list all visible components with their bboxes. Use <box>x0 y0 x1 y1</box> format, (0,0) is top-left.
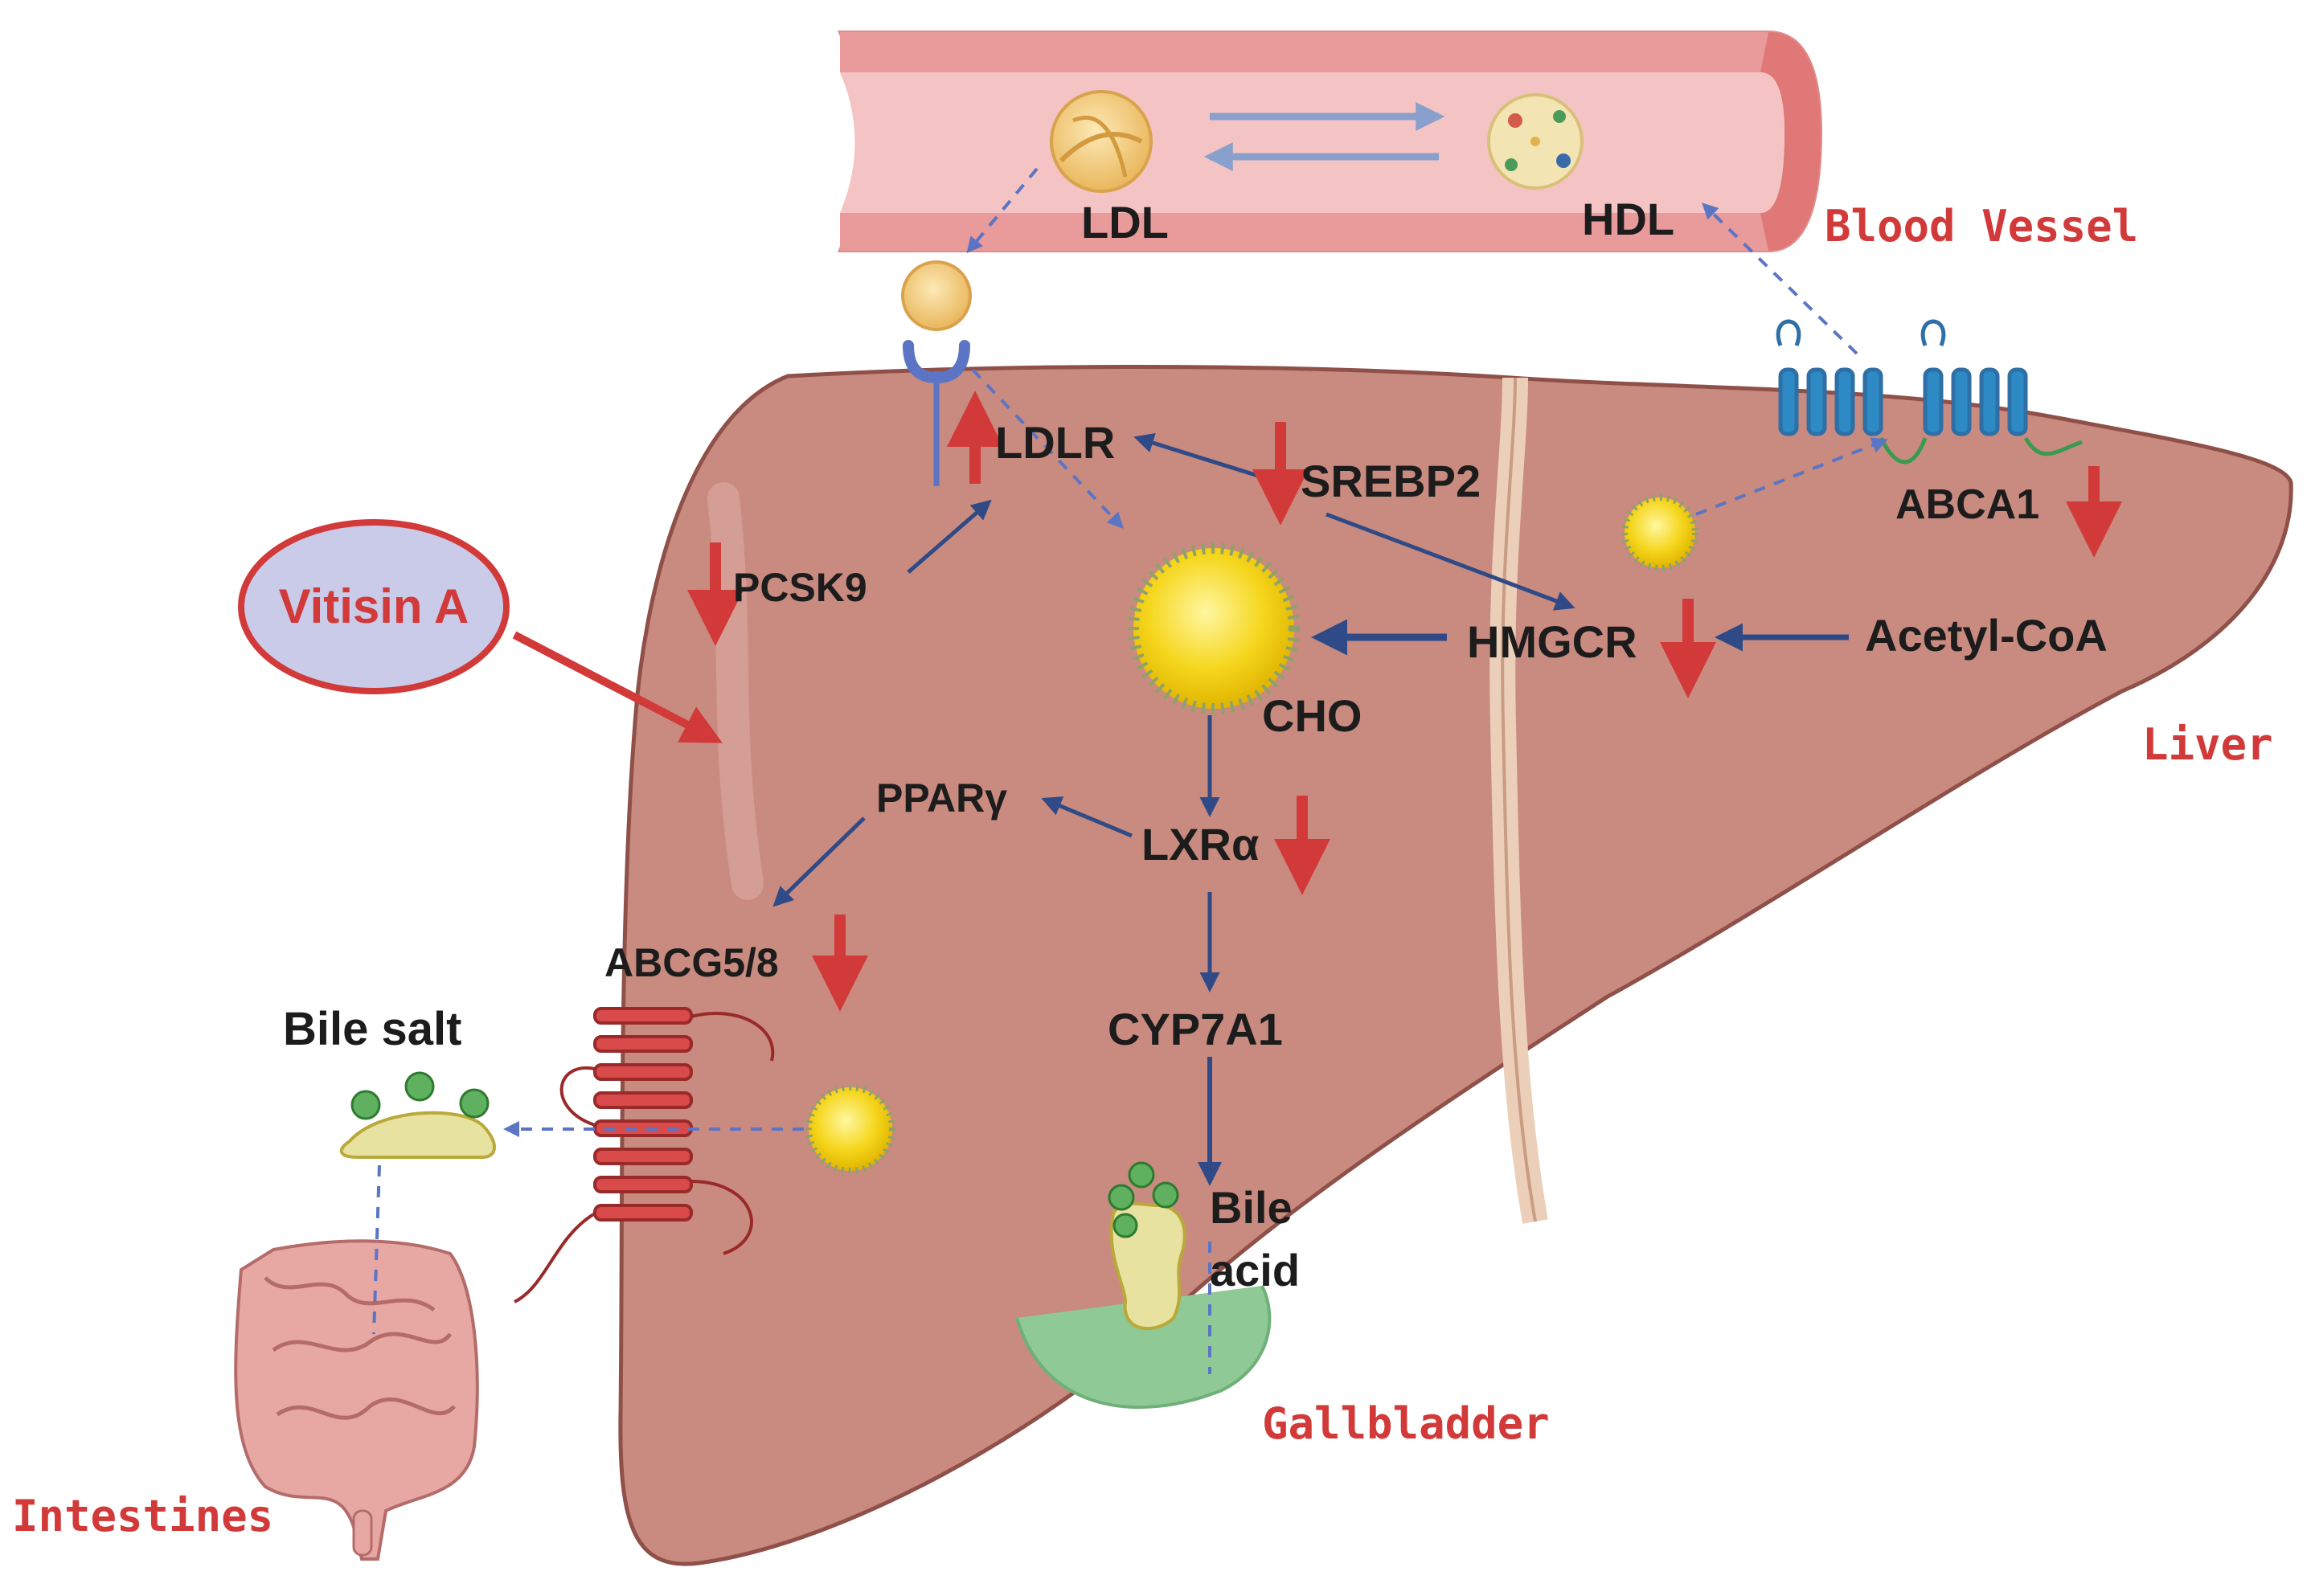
pathway-arrows <box>772 433 1849 1186</box>
lxr-label: LXRα <box>1141 819 1259 870</box>
regulation-arrows <box>687 391 2122 1012</box>
liver-label: Liver <box>2142 719 2273 770</box>
cholesterol-particle-icon <box>1128 542 1300 714</box>
ldl-label: LDL <box>1081 197 1169 248</box>
ldlr-receptor-icon <box>901 260 972 486</box>
cholesterol-efflux-icon <box>805 1084 895 1174</box>
abcg58-transporter-icon <box>514 1007 775 1303</box>
blood-vessel-label: Blood Vessel <box>1825 201 2138 252</box>
acetyl-coa-label: Acetyl-CoA <box>1865 610 2108 661</box>
vitisin-label: Vitisin A <box>279 579 469 633</box>
cyp-label: CYP7A1 <box>1108 1004 1283 1054</box>
gallbladder-organ <box>1015 1285 1272 1410</box>
bile-acid-label-line2: acid <box>1210 1245 1300 1295</box>
ppar-label: PPARγ <box>876 775 1007 821</box>
bile-acid-icon <box>1108 1161 1186 1330</box>
bile-acid-label-line1: Bile <box>1210 1182 1293 1233</box>
ldlr-label: LDLR <box>995 417 1115 468</box>
cho-label: CHO <box>1262 690 1362 741</box>
abcg-label: ABCG5/8 <box>604 940 779 985</box>
hmgcr-label: HMGCR <box>1467 616 1637 667</box>
vitisin-effect-arrow <box>512 631 723 743</box>
blood-vessel: LDL HDL <box>838 31 1823 252</box>
hdl-label: HDL <box>1582 194 1674 244</box>
liver-organ <box>618 364 2293 1566</box>
abca1-label: ABCA1 <box>1895 481 2039 528</box>
vitisin-a-node: Vitisin A <box>238 519 510 694</box>
gallbladder-label: Gallbladder <box>1262 1398 1550 1449</box>
srebp2-label: SREBP2 <box>1301 456 1481 506</box>
transport-arrows <box>372 167 1888 1374</box>
ldl-particle-icon <box>1050 90 1153 193</box>
intestines-label: Intestines <box>12 1491 273 1541</box>
cholesterol-small-icon <box>1621 494 1698 571</box>
bile-salt-icon <box>339 1071 496 1159</box>
hdl-particle-icon <box>1487 93 1584 190</box>
abca1-transporter-icon <box>1776 319 2083 464</box>
bile-salt-label: Bile salt <box>283 1003 461 1055</box>
intestines-icon <box>234 1239 479 1561</box>
pcsk9-label: PCSK9 <box>733 565 867 610</box>
